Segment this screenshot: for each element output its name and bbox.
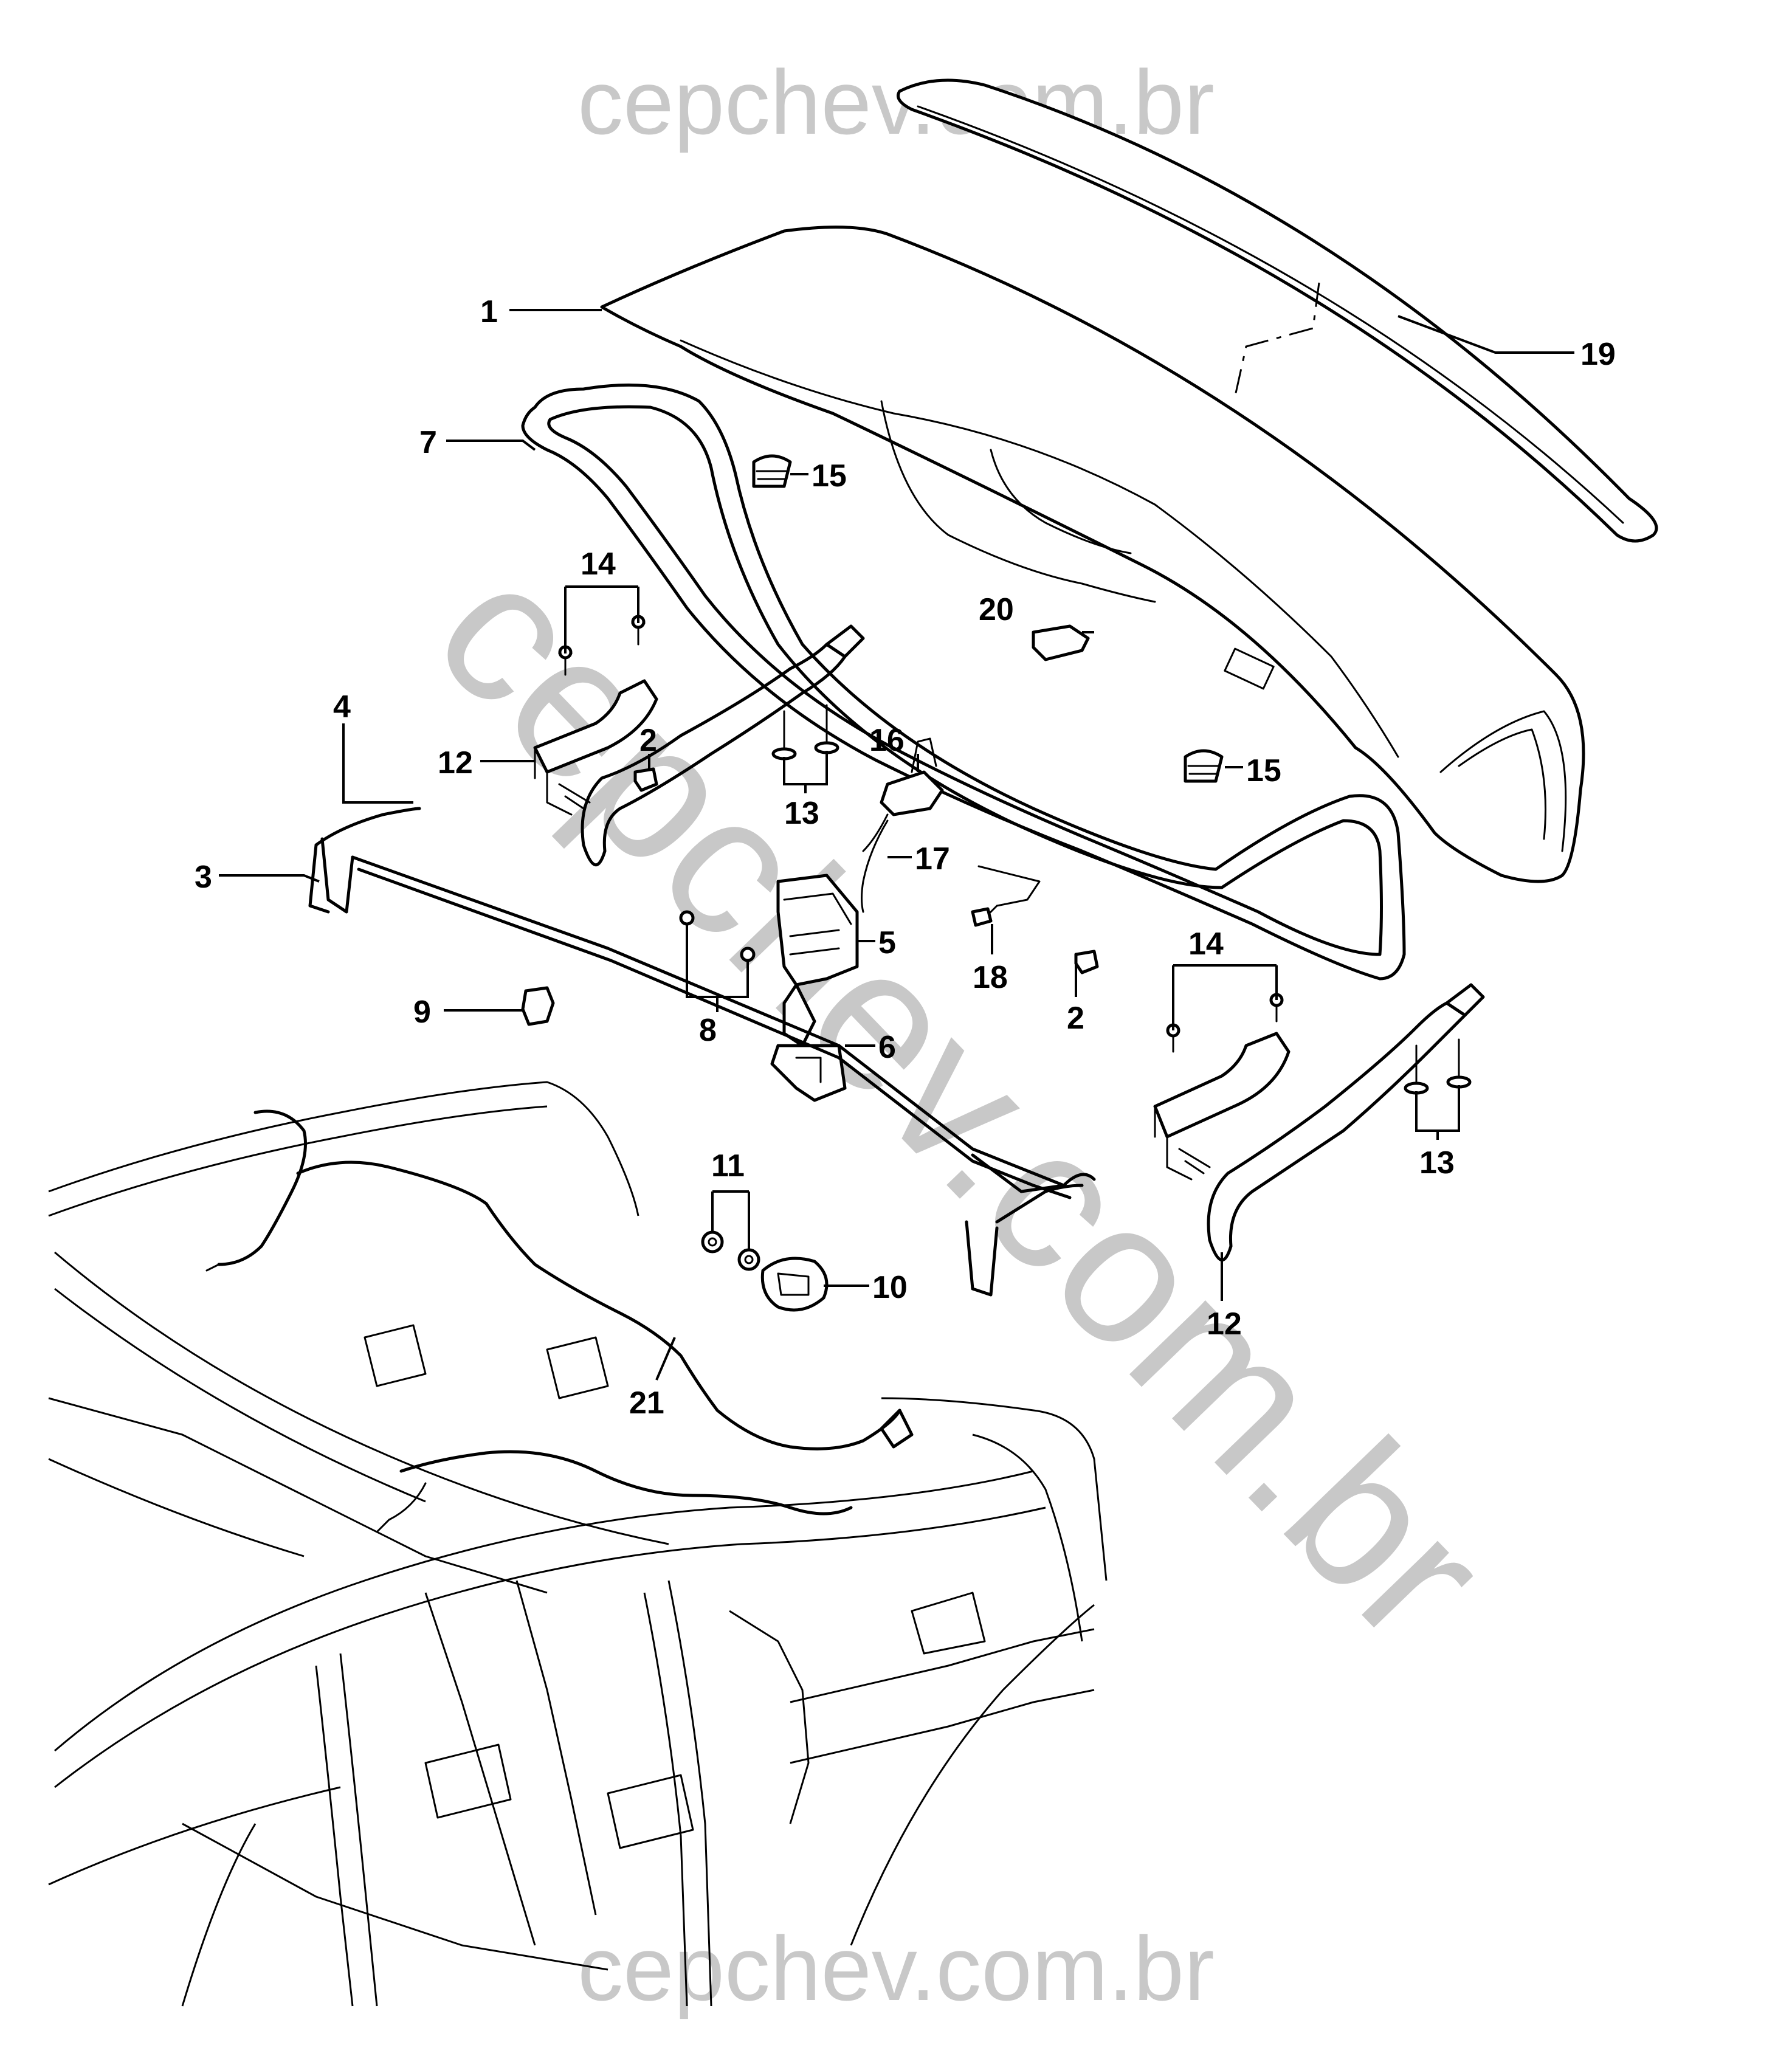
callout-3: 3 — [195, 860, 212, 895]
part-16-actuator — [862, 737, 944, 852]
part-15-bumper-upper — [752, 454, 792, 488]
part-10-grommet — [760, 1257, 829, 1312]
callout-2-right: 2 — [1067, 1001, 1084, 1036]
callout-15-upper: 15 — [812, 458, 847, 494]
callout-16: 16 — [869, 723, 905, 758]
callout-7: 7 — [419, 425, 437, 460]
callout-6: 6 — [878, 1030, 896, 1065]
callout-14-left: 14 — [581, 547, 616, 582]
part-12-hinge-left — [533, 624, 865, 866]
part-2-bumpstop-right — [1074, 950, 1099, 974]
callout-21: 21 — [629, 1385, 664, 1421]
callout-9: 9 — [413, 995, 431, 1030]
callout-2-left: 2 — [639, 723, 657, 758]
callout-12-left: 12 — [438, 745, 473, 781]
part-9-clip — [521, 986, 555, 1026]
callout-18: 18 — [973, 960, 1008, 995]
part-12-hinge-right — [1153, 983, 1485, 1261]
part-19-spoiler — [897, 78, 1658, 543]
callout-15-lower: 15 — [1246, 753, 1281, 788]
callout-13-right: 13 — [1419, 1145, 1455, 1181]
watermark-bottom: cepchev.com.br — [577, 1917, 1215, 2019]
part-2-bumpstop-left — [633, 767, 658, 792]
part-13-studs-left — [771, 704, 839, 760]
part-1-trunk-lid — [600, 226, 1585, 883]
vehicle-rear-body — [48, 1081, 1108, 2007]
part-20-plug — [1032, 624, 1090, 661]
part-3-4-torsion-rod — [308, 807, 1096, 1297]
callout-4: 4 — [333, 689, 351, 725]
leader-lines — [219, 309, 1574, 1381]
part-7-weatherstrip — [521, 383, 1406, 981]
callout-20: 20 — [979, 592, 1014, 627]
part-21-wiring-harness — [205, 1109, 914, 1533]
callout-12-right: 12 — [1207, 1306, 1242, 1342]
part-6-striker — [770, 1044, 847, 1102]
callout-19: 19 — [1580, 337, 1616, 372]
callout-11: 11 — [711, 1148, 745, 1184]
part-11-nuts — [701, 1230, 760, 1271]
callout-13-left: 13 — [784, 796, 819, 831]
callout-8: 8 — [699, 1013, 717, 1048]
callout-labels: 1 19 7 15 14 20 4 12 2 13 16 15 3 17 5 1… — [195, 294, 1616, 1421]
part-17-cable — [861, 819, 889, 913]
callout-5: 5 — [878, 925, 896, 960]
callout-17: 17 — [915, 841, 950, 877]
part-18-switch — [971, 865, 1041, 927]
callout-14-right: 14 — [1188, 926, 1224, 962]
callout-10: 10 — [872, 1270, 908, 1305]
callout-1: 1 — [480, 294, 498, 329]
part-15-bumper-lower — [1184, 749, 1224, 783]
